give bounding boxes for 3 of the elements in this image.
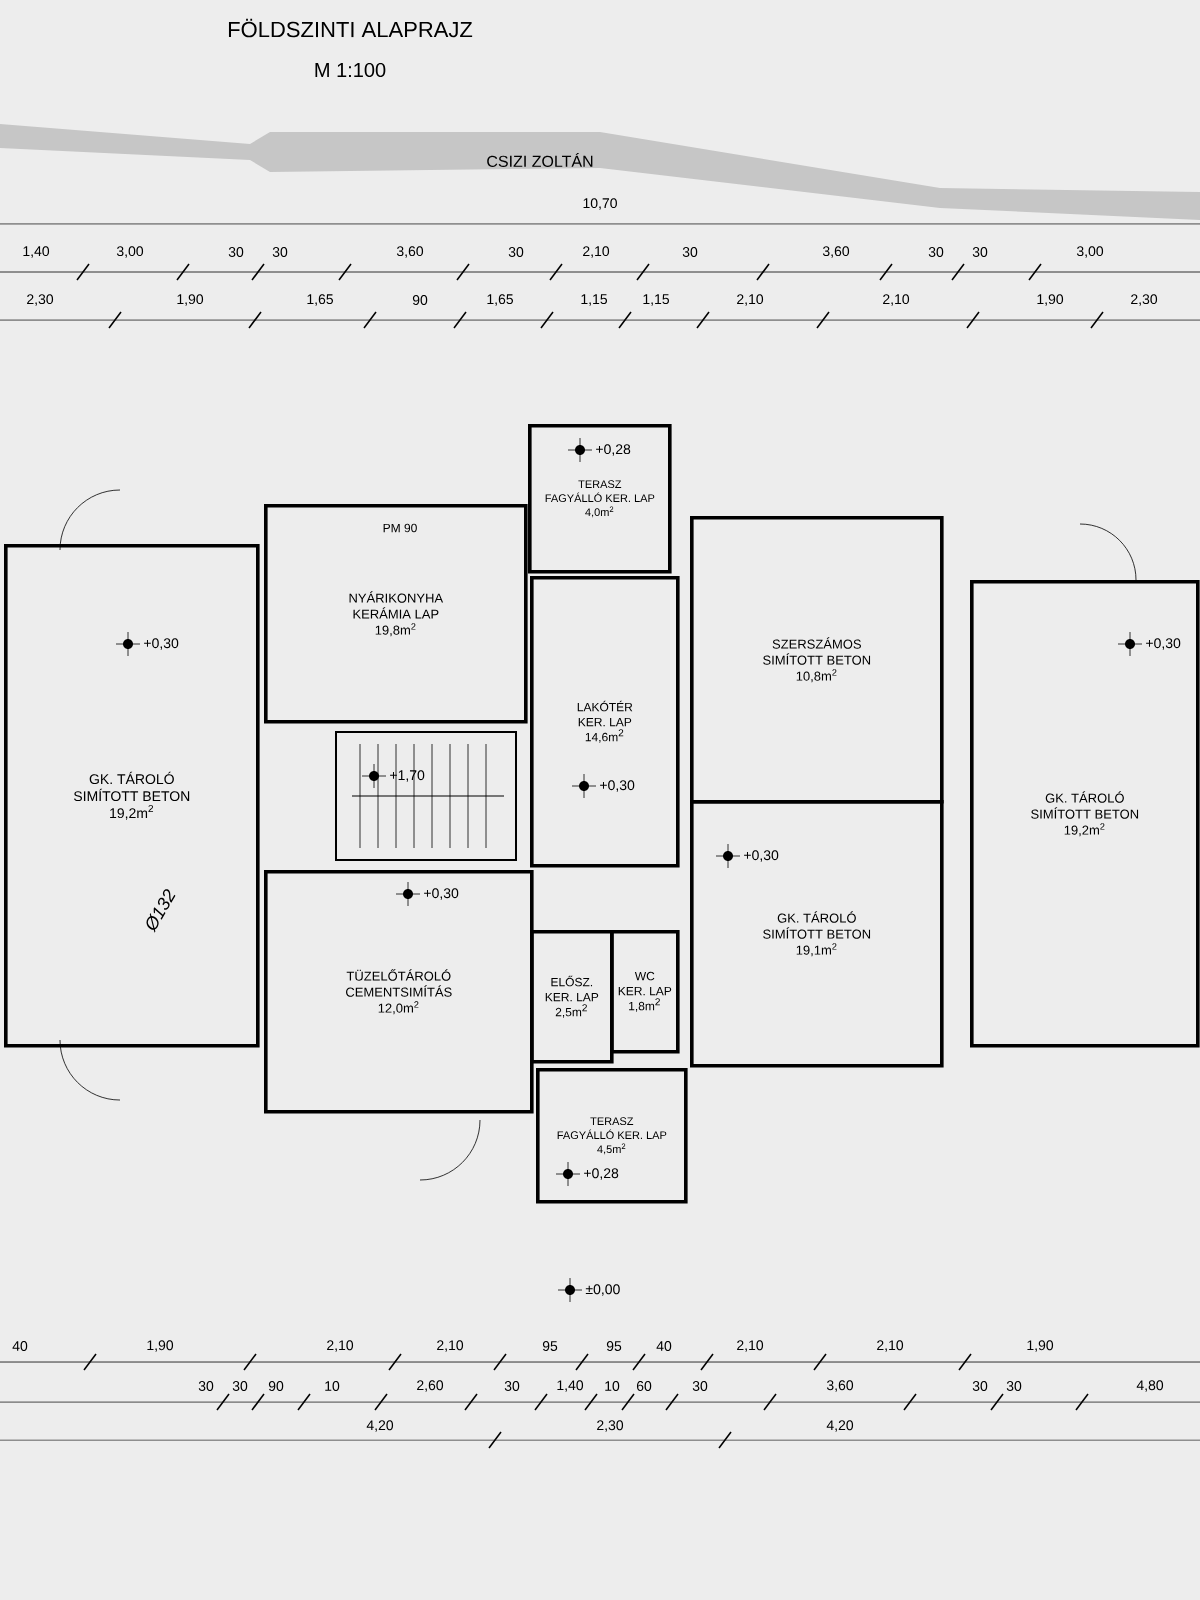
scale-text: M 1:100 <box>315 62 386 78</box>
title: FÖLDSZINTI ALAPRAJZ <box>228 18 473 38</box>
street-name: CSIZI ZOLTÁN <box>487 153 593 167</box>
